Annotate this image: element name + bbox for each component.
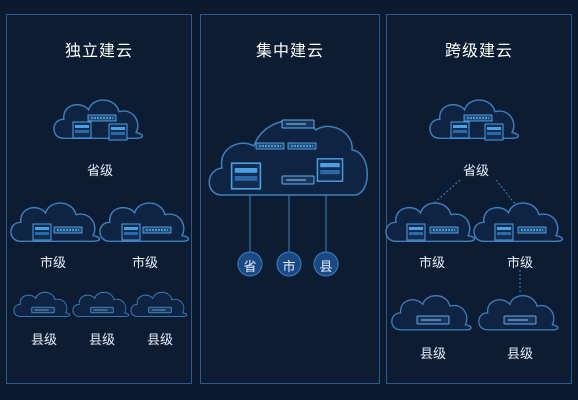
central-links — [249, 195, 327, 252]
label-city: 市级 — [39, 256, 66, 271]
cloud-province-independent — [53, 99, 144, 141]
label-city: 市级 — [418, 256, 445, 271]
panel-title: 集中建云 — [255, 41, 324, 60]
label-city: 市级 — [506, 256, 533, 271]
cloud-county-cross-2 — [478, 295, 559, 331]
label-county: 县级 — [506, 347, 533, 362]
badge-province: 省 — [243, 260, 257, 275]
cloud-county-independent-2 — [72, 291, 130, 317]
label-province: 省级 — [462, 164, 489, 179]
badge-circles — [237, 251, 339, 277]
badge-city: 市 — [282, 260, 296, 275]
cloud-city-cross-1 — [385, 202, 476, 243]
label-province: 省级 — [86, 164, 113, 179]
panel-title: 独立建云 — [64, 41, 133, 60]
cloud-city-independent-1 — [10, 202, 101, 243]
label-county: 县级 — [146, 333, 173, 348]
cloud-county-independent-1 — [13, 291, 71, 317]
cloud-county-cross-1 — [391, 295, 472, 331]
panel-centralized: 集中建云 — [200, 14, 380, 384]
panel-independent: 独立建云 — [6, 14, 192, 384]
cloud-county-independent-3 — [130, 291, 188, 317]
label-county: 县级 — [88, 333, 115, 348]
cloud-city-independent-2 — [99, 202, 190, 243]
label-county: 县级 — [419, 347, 446, 362]
cross-links — [431, 179, 521, 292]
panel-title: 跨级建云 — [444, 41, 513, 60]
cloud-city-cross-2 — [473, 202, 564, 243]
cloud-central — [208, 119, 368, 196]
label-county: 县级 — [30, 333, 57, 348]
cloud-province-cross — [429, 99, 520, 141]
label-city: 市级 — [131, 256, 158, 271]
badge-county: 县 — [319, 260, 333, 275]
